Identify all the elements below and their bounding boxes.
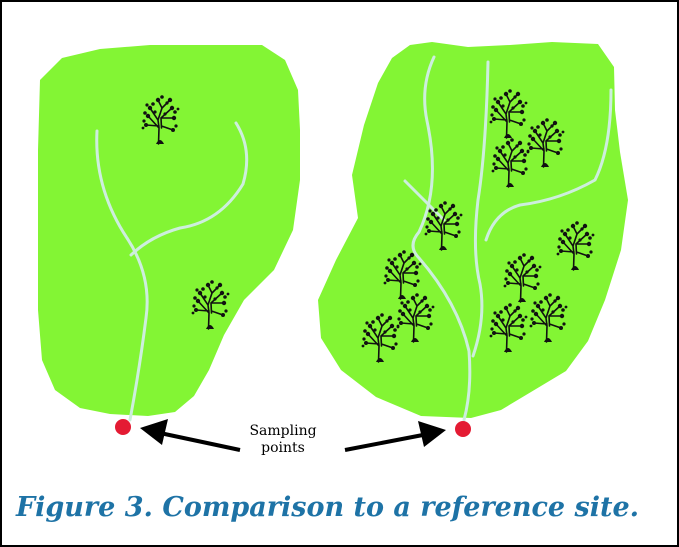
arrows — [140, 419, 446, 452]
stream-right-a — [471, 60, 490, 358]
stream-right-main — [411, 55, 472, 422]
sampling-point-right — [455, 421, 471, 437]
figure-caption: Figure 3. Comparison to a reference site… — [16, 492, 640, 523]
stream-right-b — [403, 179, 446, 222]
sampling-points-label-line2: points — [261, 440, 305, 456]
stream-right-c — [484, 88, 613, 242]
arrow-left-head — [140, 419, 168, 445]
arrow-left — [159, 431, 241, 452]
arrow-right — [344, 432, 429, 452]
stream-left-branch — [129, 121, 249, 257]
sampling-point-left — [115, 419, 131, 435]
streams — [95, 55, 613, 422]
sampling-points-label: Sampling points — [237, 423, 329, 457]
arrow-right-head — [418, 421, 446, 447]
stream-left-main — [95, 129, 149, 422]
sampling-points-label-line1: Sampling — [249, 423, 317, 439]
